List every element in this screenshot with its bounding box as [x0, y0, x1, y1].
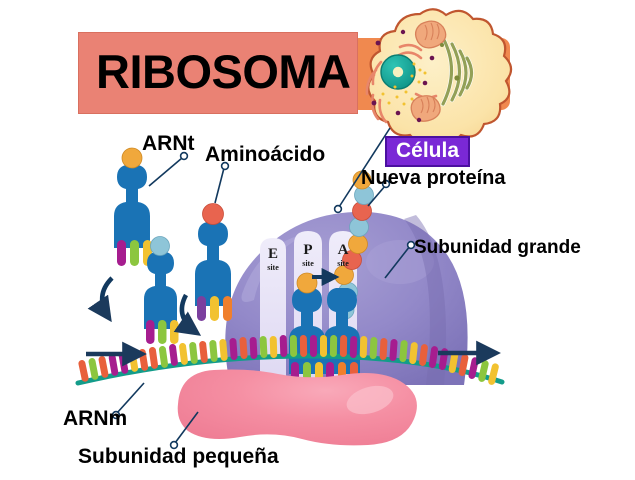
- cell-membrane: [367, 8, 513, 144]
- leader-arnm: [116, 382, 145, 414]
- label-aminoacido: Aminoácido: [205, 143, 326, 166]
- cell-illustration: [365, 8, 513, 144]
- leader-dot-arnt: [179, 151, 189, 161]
- label-arnt: ARNt: [142, 132, 195, 155]
- site-letter-p: P: [303, 242, 312, 258]
- leader-dot-nueva: [381, 179, 391, 189]
- small-subunit: [177, 369, 417, 446]
- leader-dot-arnm: [111, 410, 121, 420]
- site-letter-e: E: [268, 246, 278, 262]
- badge-celula: Célula: [385, 136, 471, 168]
- site-sub-a: site: [337, 259, 349, 268]
- leader-aminoacido: [214, 167, 225, 204]
- mitochondrion-icon: [414, 20, 447, 49]
- small-subunit-highlight: [346, 385, 394, 415]
- label-arnm: ARNm: [63, 407, 128, 430]
- nucleolus-icon: [392, 66, 404, 78]
- mitochondrion-icon-2: [410, 95, 441, 122]
- large-subunit-highlight-2: [366, 240, 434, 284]
- large-subunit-highlight: [241, 232, 312, 302]
- leader-arnt: [148, 157, 183, 187]
- leader-lines: [111, 127, 416, 450]
- trna-free-3: [195, 203, 232, 321]
- leader-dot-pequena: [169, 440, 179, 450]
- large-subunit-shadow: [404, 215, 447, 385]
- label-nueva-proteina: Nueva proteína: [361, 167, 506, 189]
- site-sub-e: site: [267, 263, 279, 272]
- page-title: RIBOSOMA: [96, 45, 351, 98]
- leader-dot-grande: [406, 240, 416, 250]
- site-labels: E site P site A site: [267, 242, 349, 272]
- free-ribosomes-icon: [381, 62, 427, 106]
- amino-acid-sphere: [202, 203, 224, 225]
- vesicles-icon: [371, 29, 460, 123]
- trna-entry-arrow-1: [87, 276, 114, 323]
- label-subunidad-grande: Subunidad grande: [414, 237, 581, 258]
- leader-grande: [384, 245, 411, 279]
- leader-celula: [338, 127, 391, 208]
- leader-pequena: [174, 411, 199, 444]
- leader-nueva-proteina: [367, 185, 386, 207]
- trna-entry-arrow-2: [173, 293, 202, 336]
- site-sub-p: site: [302, 259, 314, 268]
- leader-dot-celula: [333, 204, 343, 214]
- golgi-stacks-icon: [441, 36, 474, 106]
- trna-free-1: [114, 147, 152, 266]
- leader-dot-aminoacido: [220, 161, 230, 171]
- site-letter-a: A: [338, 242, 349, 258]
- title-banner: [78, 32, 358, 114]
- label-subunidad-pequena: Subunidad pequeña: [78, 445, 279, 468]
